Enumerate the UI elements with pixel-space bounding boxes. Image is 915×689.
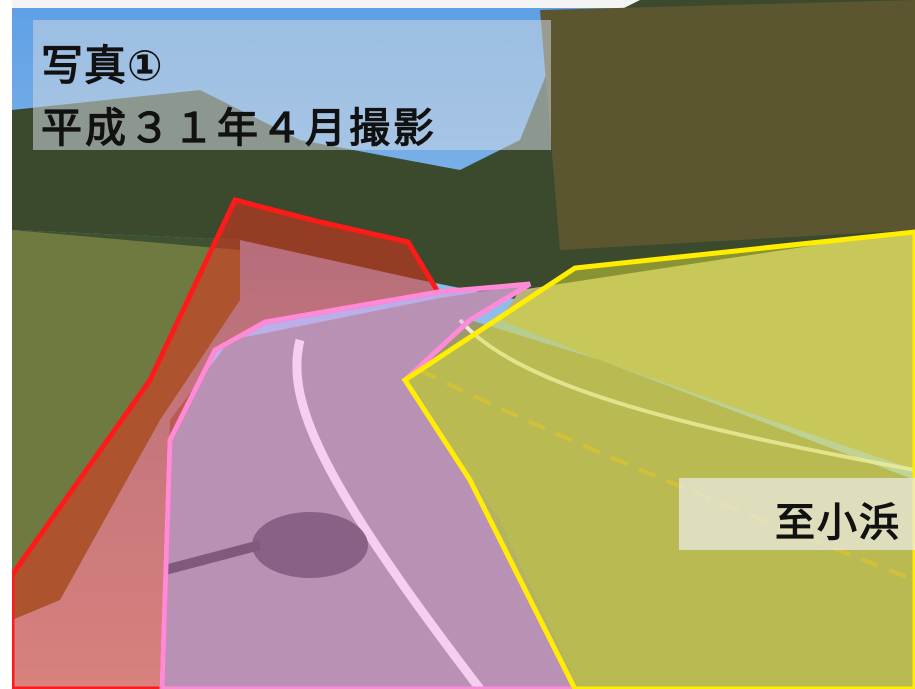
photo-title: 写真①	[41, 41, 164, 90]
yellow-zone-overlay	[401, 229, 915, 689]
direction-label: 至小浜	[775, 500, 901, 546]
direction-label-box: 至小浜	[679, 478, 915, 550]
photo-caption-box: 写真① 平成３１年４月撮影	[33, 20, 551, 152]
photo-date: 平成３１年４月撮影	[41, 104, 437, 152]
